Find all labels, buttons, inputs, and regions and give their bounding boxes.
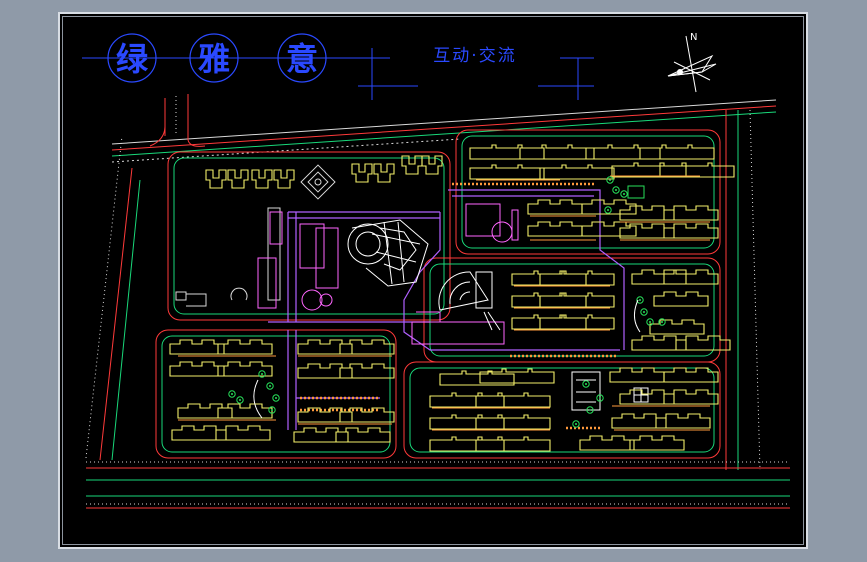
outer-roads [85, 94, 790, 509]
north-arrow-icon: N [667, 32, 717, 93]
title-char-1: 绿 [116, 40, 149, 78]
site-blocks [155, 129, 721, 459]
pedestrian-paths [268, 189, 625, 430]
title-char-3: 意 [286, 40, 318, 78]
paving-strips [300, 182, 618, 430]
title-block: 绿 雅 意 互动·交流 [82, 33, 594, 100]
north-label: N [690, 32, 697, 43]
cad-viewport[interactable] [58, 12, 808, 549]
viewport-border [62, 16, 804, 545]
building-frontage [178, 175, 710, 431]
subtitle-text: 互动·交流 [433, 46, 516, 66]
club-house [257, 203, 519, 345]
landscape-green [228, 176, 666, 428]
villa-cluster [175, 155, 443, 307]
title-char-2: 雅 [198, 40, 230, 78]
